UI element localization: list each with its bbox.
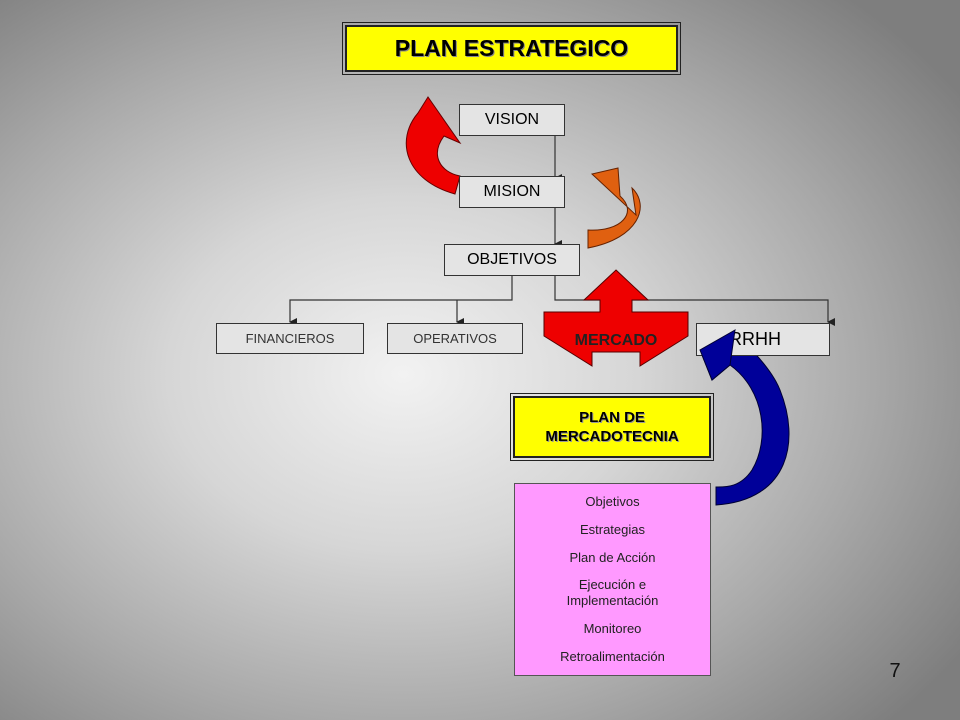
connector-objetivos-right [554,276,835,326]
node-vision: VISION [459,104,565,136]
list-item-plan-de-accion: Plan de Acción [569,549,656,565]
list-item-retroalimentacion: Retroalimentación [560,649,665,665]
list-item-ejecucion: Ejecución e Implementación [566,577,659,609]
plan-mercadotecnia-box: PLAN DE MERCADOTECNIA [510,393,714,461]
connector-objetivos-left [289,276,513,326]
page-number: 7 [889,660,901,682]
list-item-estrategias: Estrategias [579,521,646,537]
plan-mercadotecnia-line2: MERCADOTECNIA [545,428,679,445]
node-financieros: FINANCIEROS [216,323,364,354]
node-mercado: MERCADO [574,332,658,349]
plan-estrategico-title: PLAN ESTRATEGICO [342,22,681,75]
mercadotecnia-steps-list: Objetivos Estrategias Plan de Acción Eje… [514,483,711,676]
plan-mercadotecnia-line1: PLAN DE [579,409,645,426]
orange-curved-arrow [587,167,641,249]
mercado-block-arrow [543,269,689,367]
node-objetivos: OBJETIVOS [444,244,580,276]
node-operativos: OPERATIVOS [387,323,523,354]
list-item-monitoreo: Monitoreo [583,621,642,637]
red-curved-arrow [405,96,462,195]
node-mision: MISION [459,176,565,208]
list-item-objetivos: Objetivos [585,493,640,509]
blue-curved-arrow [699,329,790,506]
node-rrhh: RRHH [696,323,830,356]
